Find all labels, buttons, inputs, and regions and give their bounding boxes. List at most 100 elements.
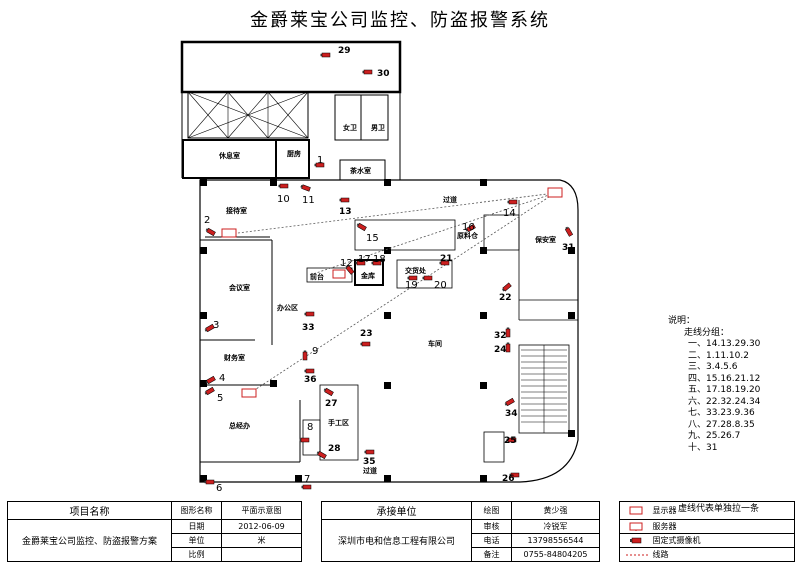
camera-number: 2	[204, 215, 210, 226]
scale-value	[221, 547, 302, 562]
route-item: 三、3.4.5.6	[688, 362, 738, 372]
camera-icon	[302, 350, 308, 361]
camera-number: 27	[325, 399, 338, 409]
phone-value: 13798556544	[511, 533, 600, 549]
project-label: 项目名称	[7, 500, 172, 521]
scale-label: 比例	[171, 547, 222, 562]
camera-icon	[501, 282, 512, 293]
route-item: 二、1.11.10.2	[688, 350, 749, 361]
server-icon	[629, 522, 643, 532]
remark-label: 备注	[471, 547, 512, 562]
camera-number: 14	[503, 208, 516, 219]
room-label: 财务室	[223, 353, 245, 362]
legend-label: 固定式摄像机	[652, 536, 701, 546]
camera-icon	[204, 227, 216, 237]
camera-icon	[564, 225, 574, 237]
date-value: 2012-06-09	[221, 519, 302, 535]
phone-label: 电话	[471, 533, 512, 549]
camera-icon	[204, 479, 215, 485]
camera-icon	[203, 386, 215, 396]
camera-number: 10	[277, 194, 290, 205]
camera-number: 9	[312, 346, 318, 357]
notes-subtitle: 走线分组：	[684, 327, 730, 338]
room-label: 过道	[443, 195, 457, 204]
camera-icon	[505, 327, 511, 338]
project-value: 金爵莱宝公司监控、防盗报警方案	[7, 519, 172, 562]
remark-value: 0755-84804205	[511, 547, 600, 562]
legend-label: 显示器	[652, 506, 677, 516]
camera-number: 25	[504, 436, 517, 446]
camera-number: 13	[339, 207, 352, 217]
room-label: 休息室	[218, 151, 240, 160]
drawing-name-value: 平面示意图	[221, 500, 302, 521]
camera-icon	[422, 275, 433, 281]
camera-icon	[505, 342, 511, 353]
room-label: 原料仓	[457, 231, 479, 240]
room-label: 过道	[363, 466, 377, 475]
camera-icon	[320, 52, 331, 58]
camera-icon	[503, 397, 515, 407]
camera-number: 35	[363, 457, 376, 467]
camera-icon	[362, 69, 373, 75]
drawn-label: 绘图	[471, 500, 512, 521]
camera-number: 22	[499, 293, 512, 303]
camera-number: 1	[317, 155, 323, 166]
monitor-icon	[547, 187, 563, 198]
camera-number: 6	[216, 483, 222, 494]
camera-number: 24	[494, 345, 507, 355]
camera-number: 8	[307, 422, 313, 433]
room-label: 女卫	[343, 123, 357, 132]
route-item: 九、25.26.7	[688, 431, 741, 441]
date-label: 日期	[171, 519, 222, 535]
route-item: 五、17.18.19.20	[688, 385, 761, 395]
room-label: 办公区	[277, 303, 298, 312]
camera-number: 11	[302, 195, 315, 206]
camera-icon	[507, 199, 518, 205]
camera-number: 29	[338, 46, 351, 56]
camera-number: 18	[373, 254, 386, 265]
camera-icon	[339, 197, 350, 203]
legend-row-line: 线路	[619, 547, 795, 562]
camera-icon	[304, 368, 315, 374]
diagram-title: 金爵莱宝公司监控、防盗报警系统	[250, 10, 550, 31]
building-walls	[180, 40, 579, 483]
camera-icon	[299, 183, 311, 192]
monitor-icon	[629, 506, 643, 515]
room-label: 厨房	[287, 149, 301, 158]
route-item: 八、27.28.8.35	[688, 419, 755, 430]
camera-number: 4	[219, 373, 225, 384]
camera-icon	[630, 537, 642, 544]
room-label: 手工区	[328, 418, 349, 427]
room-labels: 男卫 女卫 休息室 厨房 茶水室 接待室 会议室 办公区 财务室 总经办 车间 …	[218, 123, 556, 475]
camera-number: 19	[405, 280, 418, 291]
route-lines	[229, 192, 556, 394]
camera-number: 36	[304, 375, 317, 385]
camera-number: 12	[340, 258, 353, 269]
line-icon	[626, 554, 648, 556]
camera-icon	[360, 341, 371, 347]
review-label: 审核	[471, 519, 512, 535]
legend-row-camera: 固定式摄像机	[619, 533, 795, 549]
unit-label: 单位	[171, 533, 222, 549]
server-icon	[221, 228, 346, 398]
room-label: 总经办	[229, 421, 250, 430]
legend-row-monitor: 显示器	[619, 500, 795, 521]
camera-number: 31	[562, 243, 575, 253]
room-label: 茶水室	[349, 166, 371, 175]
camera-number: 5	[217, 393, 223, 404]
camera-number: 32	[494, 331, 507, 341]
title-block: 项目名称 图形名称 平面示意图 承接单位 绘图 黄少强 显示器 金爵莱宝公司监控…	[7, 500, 795, 562]
camera-number: 30	[377, 69, 390, 79]
route-item: 一、14.13.29.30	[688, 339, 761, 349]
camera-icon	[364, 449, 375, 455]
room-label: 前台	[310, 272, 324, 281]
legend-row-server: 服务器	[619, 519, 795, 535]
camera-icon	[315, 450, 327, 460]
route-item: 十、31	[688, 442, 718, 453]
camera-icon	[301, 484, 312, 490]
legend-label: 线路	[652, 550, 669, 560]
camera-number: 28	[328, 444, 341, 454]
camera-number: 20	[434, 280, 447, 291]
room-label: 交货处	[405, 266, 427, 275]
